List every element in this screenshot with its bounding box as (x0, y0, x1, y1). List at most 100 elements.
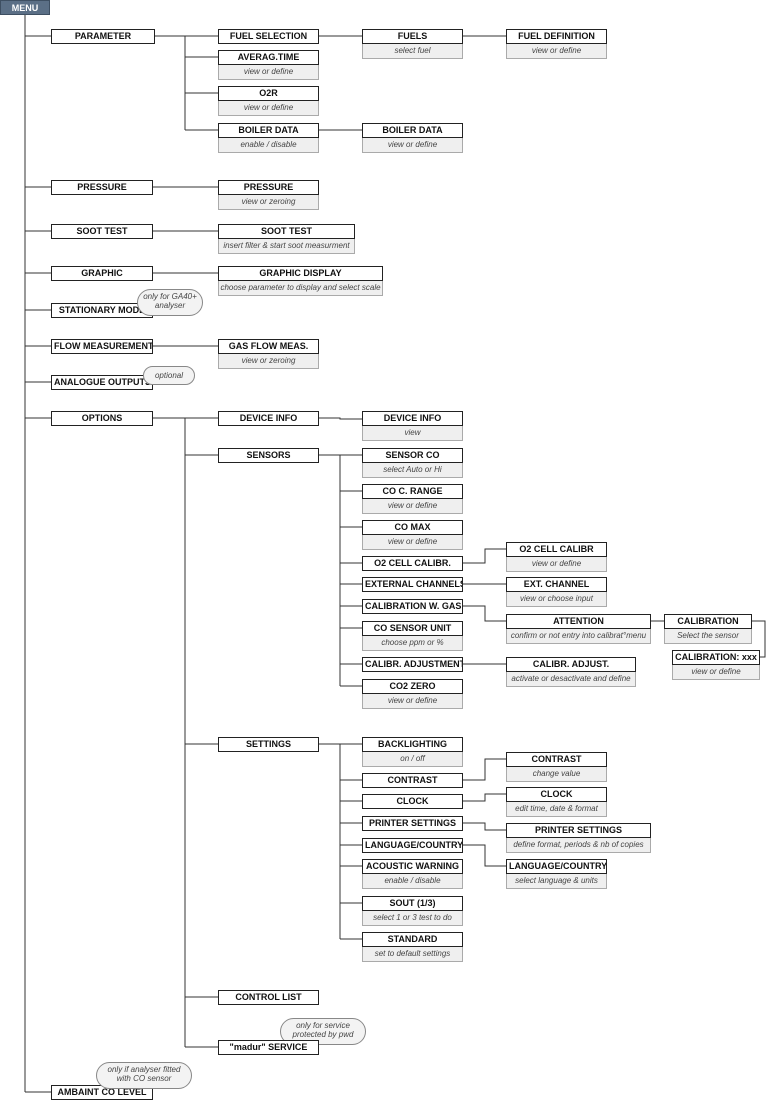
node-title: EXT. CHANNEL (506, 577, 607, 592)
flow-measurement-item[interactable]: FLOW MEASUREMENT (51, 339, 153, 354)
node-title: SOOT TEST (218, 224, 355, 239)
sensors-item[interactable]: SENSORS (218, 448, 319, 463)
node-title: SOOT TEST (51, 224, 153, 239)
language-country-item[interactable]: LANGUAGE/COUNTRY (362, 838, 463, 853)
menu-root[interactable]: MENU (0, 0, 50, 15)
node-title: CO2 ZERO (362, 679, 463, 694)
node-subtitle: insert filter & start soot measurment (218, 239, 355, 254)
node-title: PRINTER SETTINGS (506, 823, 651, 838)
node-subtitle: select 1 or 3 test to do (362, 911, 463, 926)
node-subtitle: activate or desactivate and define (506, 672, 636, 687)
gas-flow-meas-item[interactable]: GAS FLOW MEAS.view or zeroing (218, 339, 319, 369)
node-title: GRAPHIC (51, 266, 153, 281)
graphic-item[interactable]: GRAPHIC (51, 266, 153, 281)
contrast-item[interactable]: CONTRAST (362, 773, 463, 788)
calibr-adjustment-item[interactable]: CALIBR. ADJUSTMENT (362, 657, 463, 672)
control-list-item[interactable]: CONTROL LIST (218, 990, 319, 1005)
node-subtitle: view or zeroing (218, 195, 319, 210)
calibr-adjust-detail-item[interactable]: CALIBR. ADJUST.activate or desactivate a… (506, 657, 636, 687)
node-title: DEVICE INFO (362, 411, 463, 426)
node-title: GRAPHIC DISPLAY (218, 266, 383, 281)
node-title: CALIBRATION: xxx (672, 650, 760, 665)
node-title: GAS FLOW MEAS. (218, 339, 319, 354)
analogue-outputs-item[interactable]: ANALOGUE OUTPUTS (51, 375, 153, 390)
fuel-selection-item[interactable]: FUEL SELECTION (218, 29, 319, 44)
node-title: SENSOR CO (362, 448, 463, 463)
device-info-item[interactable]: DEVICE INFO (218, 411, 319, 426)
node-title: LANGUAGE/COUNTRY (506, 859, 607, 874)
node-subtitle: enable / disable (362, 874, 463, 889)
settings-item[interactable]: SETTINGS (218, 737, 319, 752)
node-title: CALIBR. ADJUST. (506, 657, 636, 672)
options-item[interactable]: OPTIONS (51, 411, 153, 426)
node-subtitle: view or define (506, 557, 607, 572)
node-title: CO MAX (362, 520, 463, 535)
node-title: SETTINGS (218, 737, 319, 752)
node-title: CALIBRATION (664, 614, 752, 629)
o2-cell-calibr-item[interactable]: O2 CELL CALIBR. (362, 556, 463, 571)
node-title: FUELS (362, 29, 463, 44)
node-title: ATTENTION (506, 614, 651, 629)
node-title: BOILER DATA (218, 123, 319, 138)
node-title: STANDARD (362, 932, 463, 947)
madur-service-item[interactable]: "madur" SERVICE (218, 1040, 319, 1055)
node-subtitle: select fuel (362, 44, 463, 59)
ambaint-co-level-note: only if analyser fitted with CO sensor (96, 1062, 192, 1089)
node-title: AVERAG.TIME (218, 50, 319, 65)
node-title: CALIBR. ADJUSTMENT (362, 657, 463, 672)
node-subtitle: view or define (362, 694, 463, 709)
node-subtitle: select Auto or Hi (362, 463, 463, 478)
printer-settings-item[interactable]: PRINTER SETTINGS (362, 816, 463, 831)
soot-test-item[interactable]: SOOT TEST (51, 224, 153, 239)
pressure-item[interactable]: PRESSURE (51, 180, 153, 195)
node-subtitle: choose ppm or % (362, 636, 463, 651)
node-subtitle: view (362, 426, 463, 441)
node-subtitle: confirm or not entry into calibrat°menu (506, 629, 651, 644)
clock-item[interactable]: CLOCK (362, 794, 463, 809)
node-subtitle: view or define (672, 665, 760, 680)
node-title: SOUT (1/3) (362, 896, 463, 911)
calibration-w-gas-item[interactable]: CALIBRATION W. GAS (362, 599, 463, 614)
node-subtitle: view or choose input (506, 592, 607, 607)
node-title: CALIBRATION W. GAS (362, 599, 463, 614)
external-channels-item[interactable]: EXTERNAL CHANNELS (362, 577, 463, 592)
node-title: O2 CELL CALIBR. (362, 556, 463, 571)
sout-item[interactable]: SOUT (1/3)select 1 or 3 test to do (362, 896, 463, 926)
analogue-outputs-note: optional (143, 366, 195, 385)
parameter-item[interactable]: PARAMETER (51, 29, 155, 44)
node-subtitle: choose parameter to display and select s… (218, 281, 383, 296)
node-title: BOILER DATA (362, 123, 463, 138)
node-title: PRINTER SETTINGS (362, 816, 463, 831)
node-title: CONTRAST (506, 752, 607, 767)
node-title: FUEL DEFINITION (506, 29, 607, 44)
node-title: "madur" SERVICE (218, 1040, 319, 1055)
